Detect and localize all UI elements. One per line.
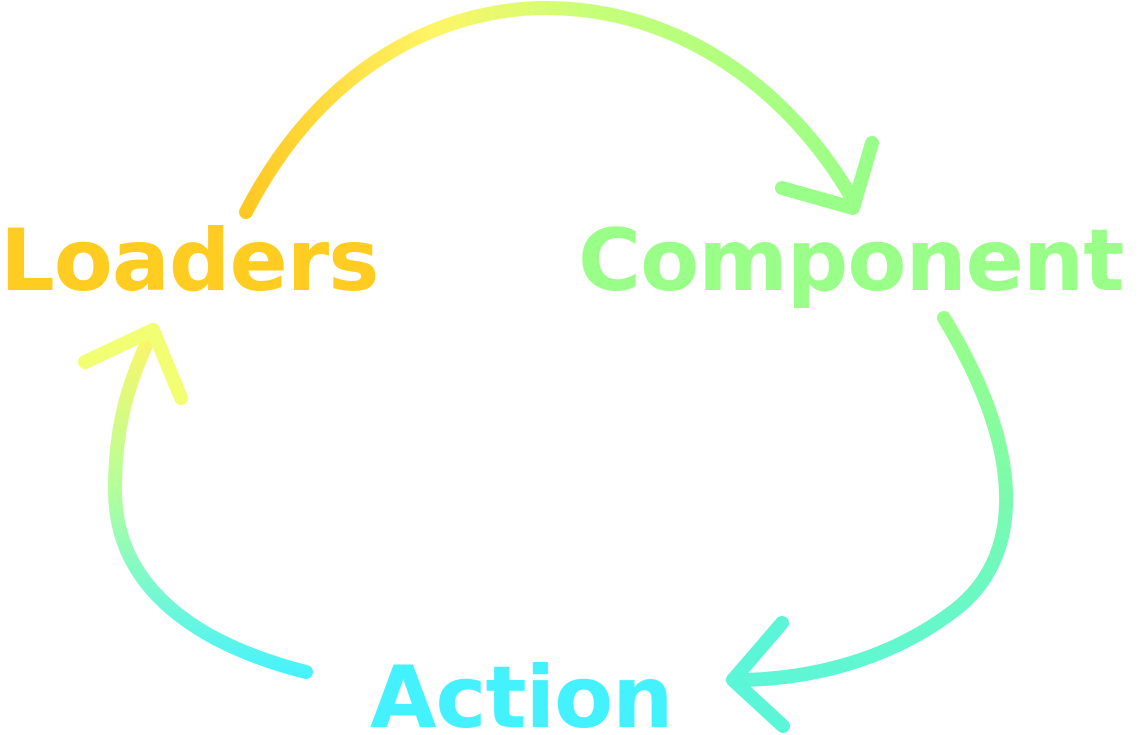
node-label-action: Action: [370, 648, 672, 735]
arrow-line: [239, 1, 860, 219]
node-label-component: Component: [578, 211, 1123, 311]
arrow-line: [728, 311, 1013, 687]
arrow-component-to-action: [726, 311, 1013, 733]
node-label-loaders: Loaders: [0, 211, 378, 311]
arrow-head: [726, 616, 790, 733]
arrow-action-to-loaders: [78, 323, 313, 679]
arrow-line: [108, 325, 313, 679]
arrow-head: [78, 323, 188, 405]
arrow-loaders-to-component: [239, 1, 879, 219]
arrow-head: [775, 136, 879, 215]
